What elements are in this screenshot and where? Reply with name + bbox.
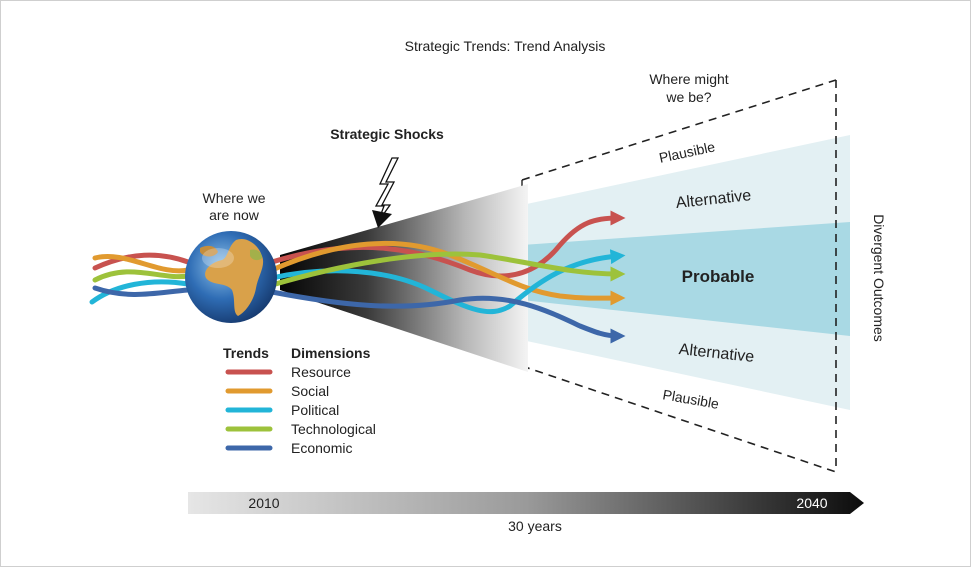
technological-trend (269, 251, 626, 288)
economic-trend (269, 289, 626, 344)
strategic-shocks-label: Strategic Shocks (330, 126, 444, 142)
political-trend-left (89, 279, 191, 305)
shock-arrowhead-icon (372, 210, 392, 228)
resource-trend-left (92, 252, 191, 271)
where-future-label-line1: Where might (649, 71, 728, 87)
political-trend (269, 249, 626, 315)
legend-trends-header: Trends (223, 345, 269, 361)
plausible-bottom-label: Plausible (661, 386, 720, 412)
legend-label-economic: Economic (291, 440, 352, 456)
where-now-label-line2: are now (209, 207, 260, 223)
legend-label-technological: Technological (291, 421, 376, 437)
where-future-label-line2: we be? (665, 89, 711, 105)
timeline-bar: 2010 2040 30 years (188, 492, 864, 534)
legend-label-political: Political (291, 402, 339, 418)
divergent-outcomes-label: Divergent Outcomes (871, 214, 887, 342)
legend-dimensions-header: Dimensions (291, 345, 371, 361)
timeline-end-label: 2040 (796, 495, 827, 511)
social-trend-left (92, 254, 191, 274)
technological-trend-left (92, 269, 191, 283)
legend: Trends Dimensions Resource Social Politi… (223, 345, 376, 456)
plausible-top-label: Plausible (658, 138, 717, 166)
legend-label-resource: Resource (291, 364, 351, 380)
timeline-start-label: 2010 (248, 495, 279, 511)
probable-band (522, 222, 850, 336)
legend-label-social: Social (291, 383, 329, 399)
where-now-label-line1: Where we (202, 190, 265, 206)
diagram-title: Strategic Trends: Trend Analysis (405, 38, 606, 54)
timeline-span-label: 30 years (508, 518, 562, 534)
social-trend (269, 240, 626, 306)
globe-icon (185, 231, 277, 323)
timeline-arrow (188, 492, 864, 514)
probable-label: Probable (682, 267, 755, 286)
economic-trend-left (92, 285, 191, 297)
